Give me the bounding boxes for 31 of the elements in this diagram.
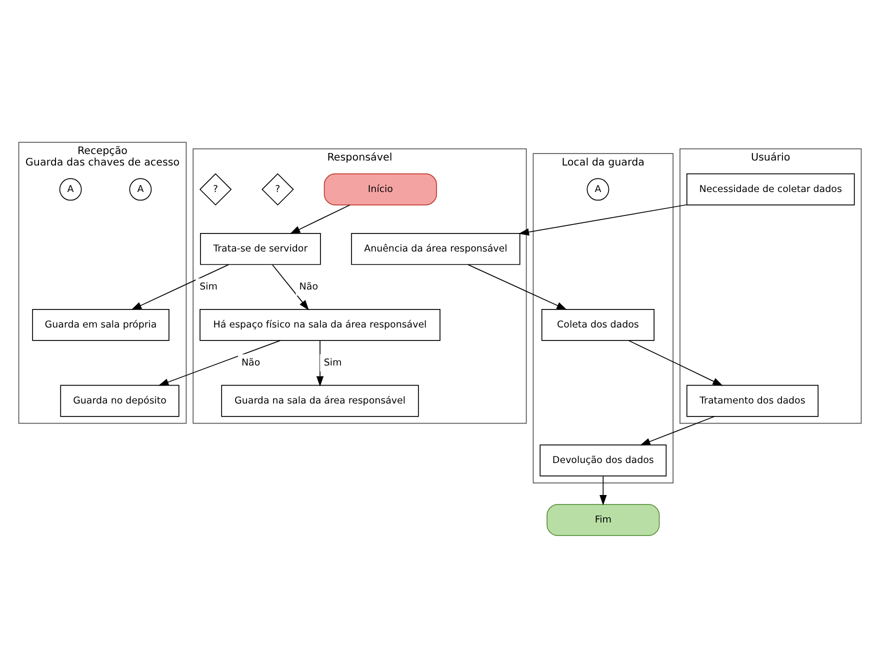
node-box: Guarda no depósito (60, 384, 180, 416)
node-diamond: ? (199, 172, 232, 206)
node-box: Anuência da área responsável (351, 232, 520, 264)
node-box: Necessidade de coletar dados (686, 172, 855, 205)
node-diamond: ? (262, 172, 294, 206)
node-box: Há espaço físico na sala da área responsável (200, 308, 440, 340)
arrow (518, 204, 688, 236)
arrow (640, 416, 715, 445)
arrow (316, 340, 324, 386)
node-box: Início (324, 172, 437, 205)
node-box: Coleta dos dados (541, 308, 654, 340)
arrow (272, 264, 309, 310)
node-box: Guarda na sala da área responsável (221, 384, 419, 416)
node-box: Fim (546, 504, 660, 536)
node-box: Tratamento dos dados (686, 384, 819, 416)
edge-label: Não (241, 356, 260, 368)
node-circle: A (586, 178, 610, 200)
node-box: Trata-se de servidor (200, 232, 321, 264)
arrow (468, 264, 568, 310)
arrow (158, 340, 281, 386)
node-box: Guarda em sala própria (32, 308, 170, 340)
edge-label: Sim (200, 280, 218, 292)
edge-label: Sim (324, 356, 342, 368)
arrow (290, 204, 350, 234)
node-circle: A (129, 178, 152, 200)
arrow (628, 340, 724, 386)
node-circle: A (59, 178, 82, 200)
arrow (600, 475, 607, 505)
edge-label: Não (299, 280, 318, 292)
arrow (131, 264, 229, 310)
node-box: Devolução dos dados (540, 444, 667, 476)
